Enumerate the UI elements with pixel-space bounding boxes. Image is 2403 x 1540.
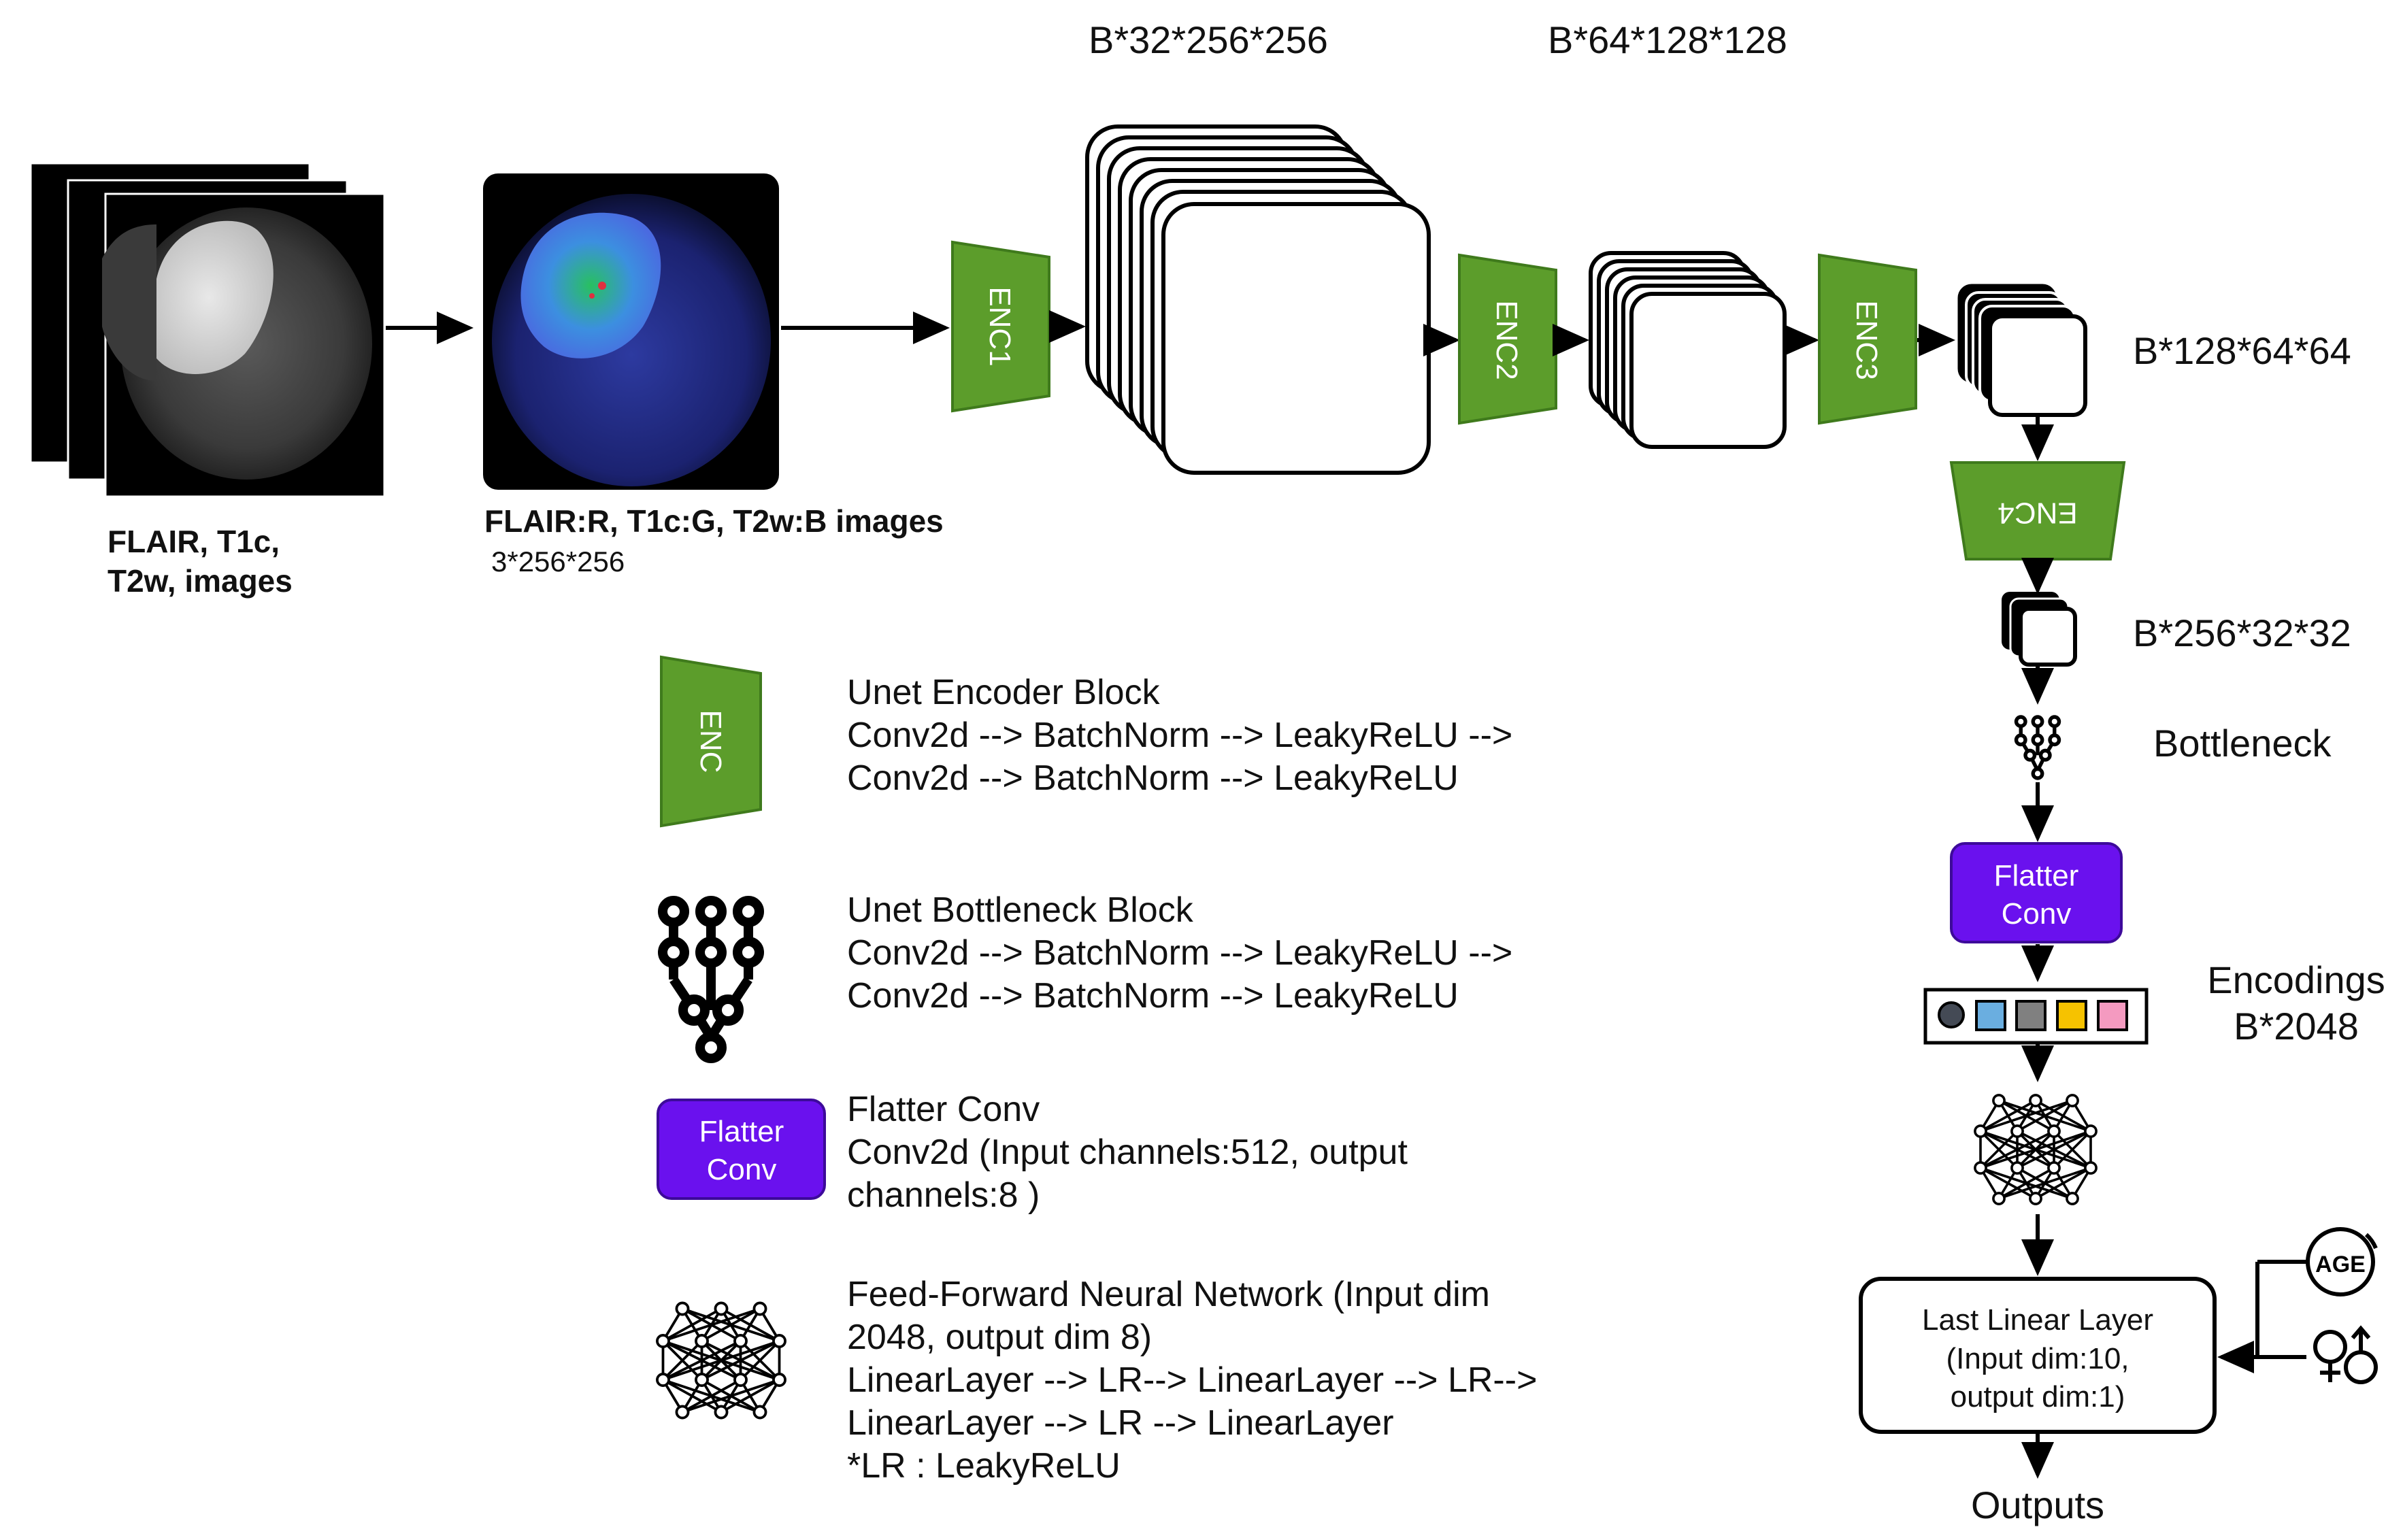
svg-text:Conv2d --> BatchNorm --> Leaky: Conv2d --> BatchNorm --> LeakyReLU — [847, 758, 1459, 798]
legend-enc-icon: ENC — [660, 655, 762, 828]
legend-flatter-icon: Flatter Conv — [657, 1099, 826, 1200]
svg-text:Flatter: Flatter — [699, 1115, 784, 1148]
legend-enc-icon-text: ENC — [694, 710, 727, 773]
enc1-label: ENC1 — [983, 286, 1016, 366]
dim-label-4: B*256*32*32 — [2133, 612, 2351, 654]
composite-label: FLAIR:R, T1c:G, T2w:B images — [484, 503, 944, 539]
last-linear-layer-box: Last Linear Layer (Input dim:10, output … — [1859, 1277, 2217, 1434]
last-linear-line-1: Last Linear Layer — [1922, 1303, 2153, 1337]
mri-input-stack — [29, 162, 386, 498]
enc2-label: ENC2 — [1490, 300, 1523, 380]
bottleneck-icon — [2014, 715, 2061, 780]
composite-dims: 3*256*256 — [491, 546, 625, 578]
legend-flatter-text: Flatter Conv Conv2d (Input channels:512,… — [847, 1090, 1408, 1215]
svg-text:LinearLayer --> LR--> LinearLa: LinearLayer --> LR--> LinearLayer --> LR… — [847, 1360, 1537, 1400]
encodings-label-line-1: Encodings — [2207, 958, 2385, 1001]
dim-label-1: B*32*256*256 — [1089, 18, 1328, 61]
age-icon: AGE — [2306, 1227, 2378, 1296]
modalities-label-line-2: T2w, images — [107, 563, 293, 599]
flatter-conv-line-2: Conv — [2002, 897, 2072, 931]
legend-bottleneck-text: Unet Bottleneck Block Conv2d --> BatchNo… — [847, 890, 1512, 1016]
gender-icon — [2313, 1325, 2378, 1384]
encodings-vector — [1923, 988, 2149, 1045]
modalities-label: FLAIR, T1c, T2w, images — [107, 524, 293, 599]
flatter-conv-line-1: Flatter — [1994, 859, 2079, 892]
bottleneck-label: Bottleneck — [2153, 722, 2332, 765]
enc3-block: ENC3 — [1818, 253, 1917, 425]
encoding-cell-1 — [1938, 1001, 1965, 1028]
feature-maps-3 — [1957, 284, 2087, 417]
svg-text:channels:8 ): channels:8 ) — [847, 1175, 1040, 1215]
modalities-label-line-1: FLAIR, T1c, — [107, 524, 280, 559]
encoding-cell-4 — [2056, 1000, 2087, 1031]
svg-text:2048, output dim 8): 2048, output dim 8) — [847, 1318, 1152, 1357]
svg-text:Unet Bottleneck Block: Unet Bottleneck Block — [847, 890, 1194, 930]
svg-text:Conv: Conv — [707, 1153, 777, 1186]
enc3-label: ENC3 — [1850, 300, 1883, 380]
legend-ffn-text: Feed-Forward Neural Network (Input dim 2… — [847, 1275, 1537, 1486]
age-badge-text: AGE — [2315, 1252, 2366, 1277]
encoding-cell-2 — [1975, 1000, 2006, 1031]
legend-enc-text: Unet Encoder Block Conv2d --> BatchNorm … — [847, 673, 1512, 798]
svg-text:*LR : LeakyReLU: *LR : LeakyReLU — [847, 1446, 1121, 1486]
svg-text:Flatter Conv: Flatter Conv — [847, 1090, 1040, 1129]
svg-text:LinearLayer --> LR --> LinearL: LinearLayer --> LR --> LinearLayer — [847, 1403, 1394, 1443]
last-linear-line-2: (Input dim:10, — [1946, 1342, 2129, 1375]
encoding-cell-3 — [2015, 1000, 2046, 1031]
flatter-conv-block: Flatter Conv — [1950, 842, 2123, 943]
dim-label-2: B*64*128*128 — [1548, 18, 1787, 61]
svg-text:Conv2d --> BatchNorm --> Leaky: Conv2d --> BatchNorm --> LeakyReLU — [847, 976, 1459, 1016]
side-inputs-connector — [2217, 1260, 2306, 1373]
composite-rgb-image — [483, 173, 779, 490]
legend-ffn-icon — [656, 1301, 786, 1420]
ffn-icon — [1974, 1094, 2098, 1205]
feature-maps-1 — [1085, 124, 1431, 475]
last-linear-line-3: output dim:1) — [1951, 1380, 2125, 1413]
enc1-block: ENC1 — [951, 240, 1050, 413]
svg-text:Unet Encoder Block: Unet Encoder Block — [847, 673, 1161, 712]
feature-maps-2 — [1589, 251, 1787, 449]
dim-label-3: B*128*64*64 — [2133, 329, 2351, 372]
svg-text:Feed-Forward Neural Network (I: Feed-Forward Neural Network (Input dim — [847, 1275, 1490, 1314]
encodings-label-line-2: B*2048 — [2234, 1005, 2359, 1048]
svg-text:Conv2d (Input channels:512, ou: Conv2d (Input channels:512, output — [847, 1133, 1408, 1172]
outputs-label: Outputs — [1971, 1484, 2104, 1526]
svg-text:Conv2d --> BatchNorm --> Leaky: Conv2d --> BatchNorm --> LeakyReLU --> — [847, 933, 1512, 973]
feature-maps-4 — [2002, 592, 2077, 667]
legend-bottleneck-icon — [658, 896, 764, 1063]
enc4-block: ENC4 — [1949, 461, 2126, 560]
enc2-block: ENC2 — [1458, 253, 1557, 425]
encoding-cell-5 — [2097, 1000, 2128, 1031]
svg-text:Conv2d --> BatchNorm --> Leaky: Conv2d --> BatchNorm --> LeakyReLU --> — [847, 716, 1512, 755]
enc4-label: ENC4 — [1998, 496, 2077, 529]
